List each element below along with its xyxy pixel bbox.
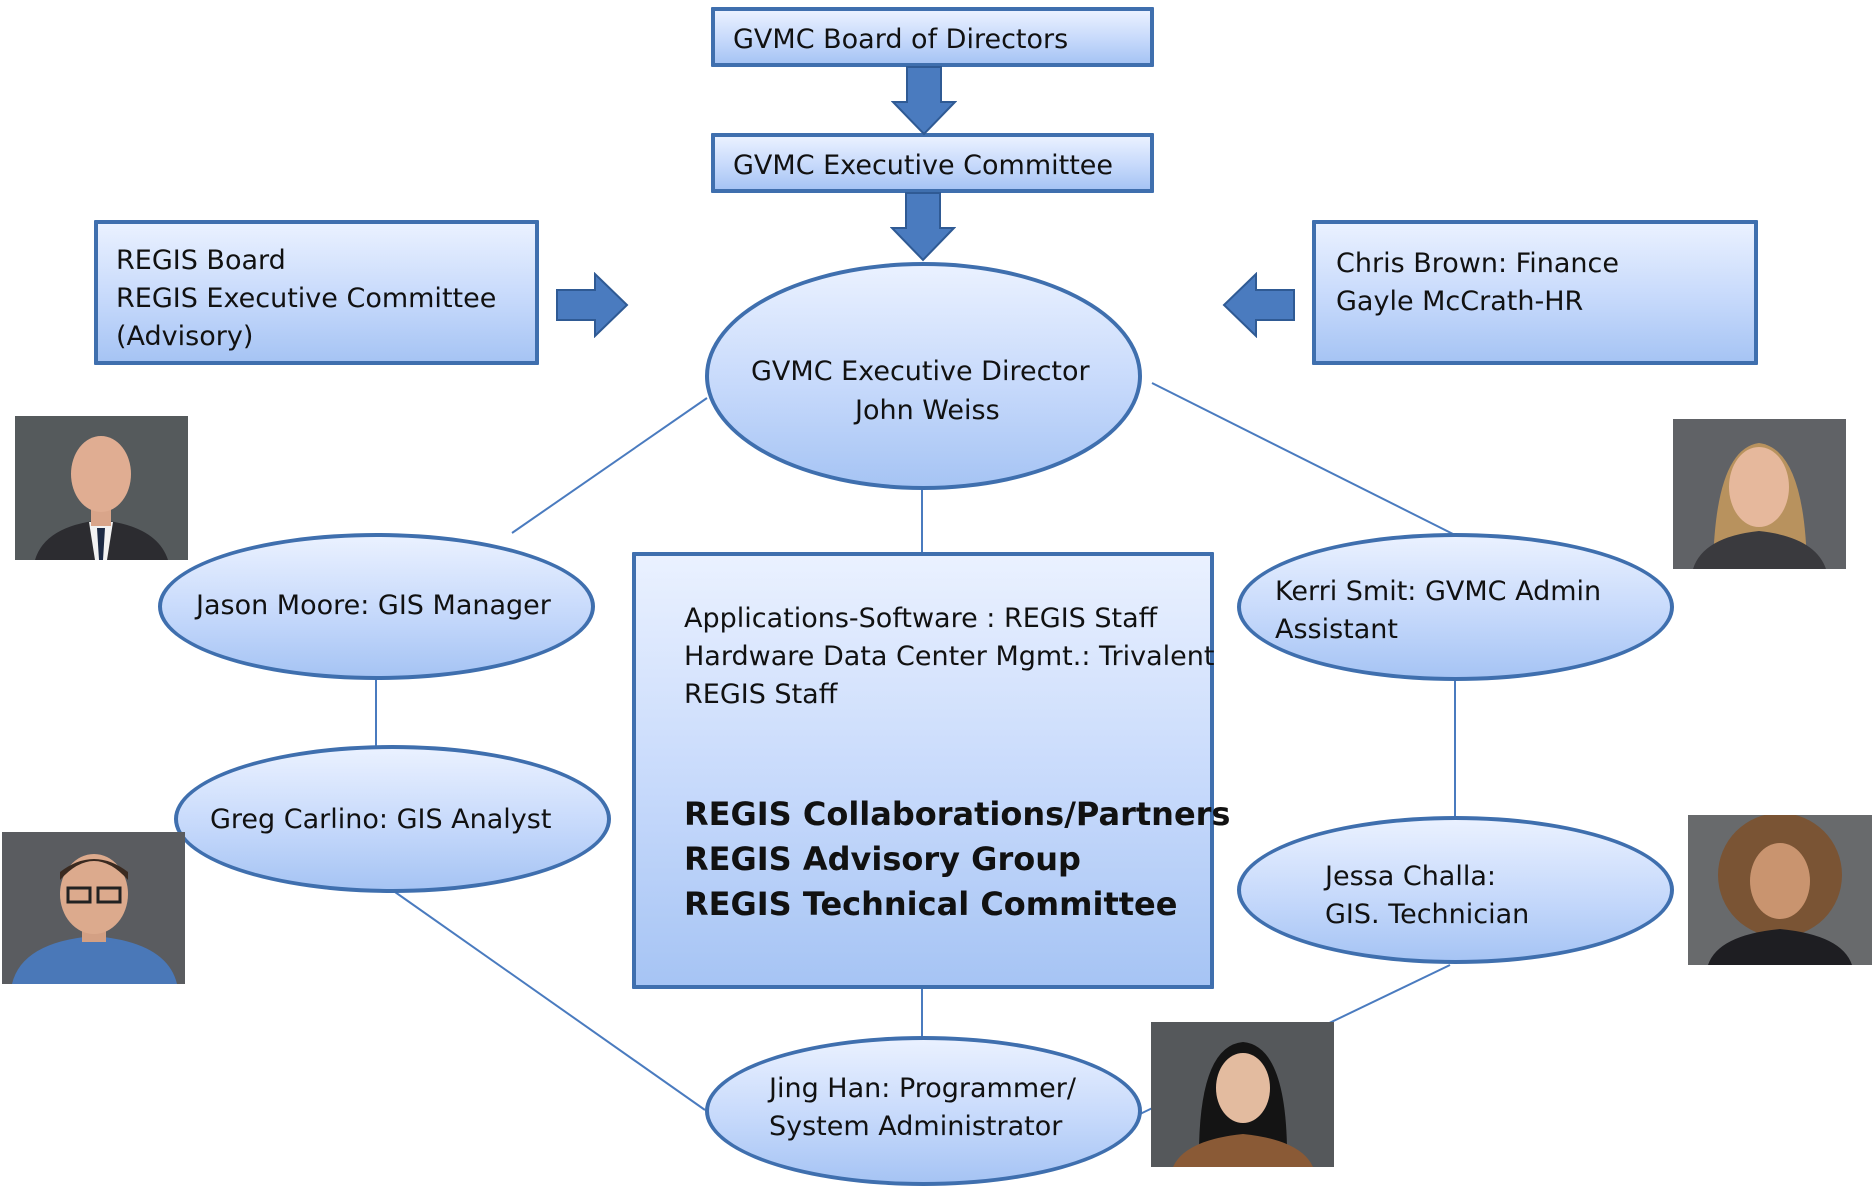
kerri-smit-line1: Kerri Smit: GVMC Admin bbox=[1275, 576, 1602, 607]
jessa-challa-line1: Jessa Challa: bbox=[1325, 861, 1496, 892]
executive-director-name: John Weiss bbox=[855, 395, 1000, 426]
jason-moore-photo bbox=[15, 416, 188, 560]
executive-director-ellipse: GVMC Executive Director John Weiss bbox=[705, 262, 1142, 490]
center-bold-line1: REGIS Collaborations/Partners bbox=[684, 795, 1231, 833]
regis-board-line1: REGIS Board bbox=[116, 245, 286, 276]
center-bold-line2: REGIS Advisory Group bbox=[684, 840, 1081, 878]
executive-director-title: GVMC Executive Director bbox=[751, 356, 1090, 387]
board-of-directors-box: GVMC Board of Directors bbox=[711, 7, 1154, 67]
kerri-smit-photo bbox=[1673, 419, 1846, 569]
jing-han-photo bbox=[1151, 1022, 1334, 1167]
jing-han-ellipse: Jing Han: Programmer/ System Administrat… bbox=[705, 1036, 1142, 1186]
left-arrow-icon bbox=[1222, 272, 1295, 338]
center-line1: Applications-Software : REGIS Staff bbox=[684, 603, 1158, 634]
down-arrow-icon bbox=[891, 66, 957, 136]
right-arrow-icon bbox=[556, 272, 629, 338]
down-arrow-icon bbox=[890, 192, 956, 262]
connector-director-jason bbox=[511, 397, 708, 534]
kerri-smit-ellipse: Kerri Smit: GVMC Admin Assistant bbox=[1237, 533, 1674, 681]
jessa-challa-ellipse: Jessa Challa: GIS. Technician bbox=[1237, 816, 1674, 964]
greg-carlino-ellipse: Greg Carlino: GIS Analyst bbox=[174, 745, 611, 893]
greg-carlino-photo bbox=[2, 832, 185, 984]
jessa-challa-photo bbox=[1688, 815, 1872, 965]
finance-line: Chris Brown: Finance bbox=[1336, 248, 1619, 279]
regis-board-line2: REGIS Executive Committee bbox=[116, 283, 497, 314]
board-of-directors-label: GVMC Board of Directors bbox=[733, 24, 1069, 55]
jing-han-line2: System Administrator bbox=[769, 1111, 1063, 1142]
regis-board-box: REGIS Board REGIS Executive Committee (A… bbox=[94, 220, 539, 365]
jing-han-line1: Jing Han: Programmer/ bbox=[769, 1073, 1076, 1104]
jason-moore-ellipse: Jason Moore: GIS Manager bbox=[158, 533, 595, 680]
greg-carlino-label: Greg Carlino: GIS Analyst bbox=[210, 804, 552, 835]
regis-board-line3: (Advisory) bbox=[116, 321, 254, 352]
center-info-box: Applications-Software : REGIS Staff Hard… bbox=[632, 552, 1230, 989]
executive-committee-box: GVMC Executive Committee bbox=[711, 133, 1154, 193]
center-line2: Hardware Data Center Mgmt.: Trivalent bbox=[684, 641, 1215, 672]
center-bold-line3: REGIS Technical Committee bbox=[684, 885, 1178, 923]
executive-committee-label: GVMC Executive Committee bbox=[733, 150, 1114, 181]
jessa-challa-line2: GIS. Technician bbox=[1325, 899, 1530, 930]
center-line3: REGIS Staff bbox=[684, 679, 838, 710]
jason-moore-label: Jason Moore: GIS Manager bbox=[196, 590, 551, 621]
finance-hr-box: Chris Brown: Finance Gayle McCrath-HR bbox=[1312, 220, 1758, 365]
hr-line: Gayle McCrath-HR bbox=[1336, 286, 1584, 317]
kerri-smit-line2: Assistant bbox=[1275, 614, 1399, 645]
connector-director-kerri bbox=[1151, 382, 1456, 536]
connector-greg-jing bbox=[394, 891, 706, 1111]
